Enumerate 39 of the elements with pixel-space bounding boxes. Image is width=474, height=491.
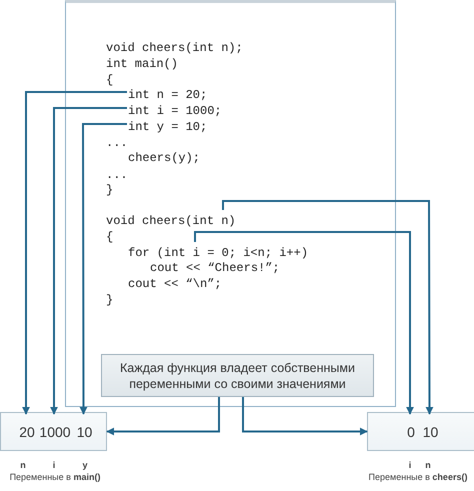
code-line: ... [106, 135, 128, 151]
variables-caption: Переменные в cheers() [368, 472, 468, 483]
variables-box [0, 412, 107, 451]
variable-name: n [20, 460, 26, 471]
code-line: void cheers(int n) [106, 213, 236, 229]
connector-arrow [50, 107, 127, 415]
variable-name: i [408, 460, 412, 471]
code-line: cout << “\n”; [128, 276, 222, 292]
code-line: { [106, 229, 114, 245]
variable-value: 10 [421, 415, 440, 449]
code-line: } [106, 292, 114, 308]
code-line: for (int i = 0; i<n; i++) [128, 245, 308, 261]
connector-arrow [242, 394, 368, 436]
variable-value: 10 [75, 415, 94, 449]
variable-value: 1000 [40, 415, 70, 449]
variables-caption: Переменные в main() [10, 472, 100, 483]
code-line: void cheers(int n); [106, 40, 243, 56]
code-line: int n = 20; [128, 87, 208, 103]
code-line: cout << “Cheers!”; [150, 260, 280, 276]
code-line: int main() [106, 56, 178, 72]
variable-name: n [425, 460, 431, 471]
code-line: ... [106, 167, 128, 183]
connector-arrow [80, 123, 127, 415]
code-line: int y = 10; [128, 119, 208, 135]
variable-name: y [82, 460, 88, 471]
code-line: { [106, 72, 114, 88]
code-line: } [106, 182, 114, 198]
variable-name: i [52, 460, 56, 471]
connector-arrow [194, 231, 414, 415]
connector-arrow [106, 394, 220, 436]
variables-box [367, 412, 474, 451]
code-panel [65, 0, 396, 407]
code-line: int i = 1000; [128, 103, 222, 119]
connector-arrow [22, 91, 127, 415]
variable-value: 20 [15, 415, 39, 449]
variable-value: 0 [404, 415, 418, 449]
connector-arrow [222, 200, 434, 415]
callout-box: Каждая функция владеет собственными переменными со своими значениями [101, 354, 374, 397]
code-line: cheers(y); [128, 150, 200, 166]
